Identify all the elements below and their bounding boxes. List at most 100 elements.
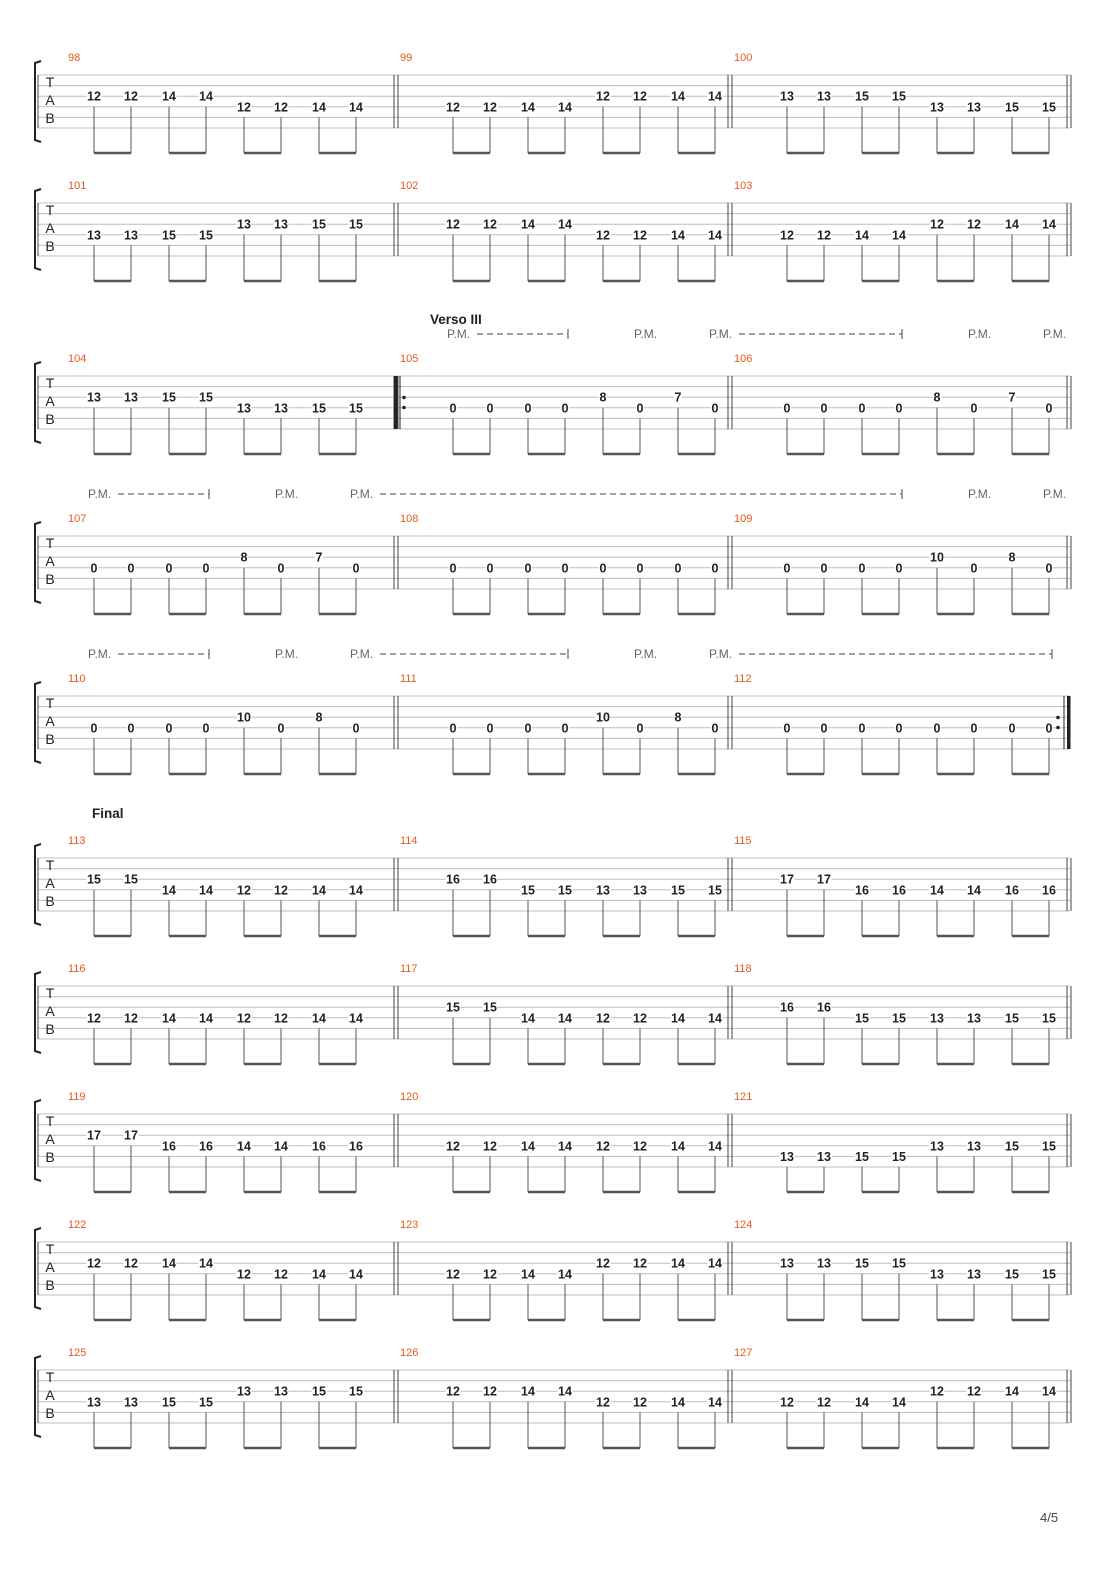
fret-number: 12 (87, 1011, 101, 1025)
fret-number: 14 (708, 1257, 722, 1271)
fret-number-bg (820, 562, 828, 575)
fret-number: 16 (162, 1139, 176, 1153)
fret-number-bg (707, 1012, 723, 1025)
section-label: Final (92, 806, 124, 821)
fret-number-bg (674, 562, 682, 575)
fret-number: 14 (671, 1395, 685, 1409)
fret-number-bg (482, 1385, 498, 1398)
fret-number: 13 (930, 1011, 944, 1025)
fret-number: 17 (87, 1129, 101, 1143)
palm-mute-label: P.M. (634, 327, 657, 341)
fret-number-bg (557, 884, 573, 897)
fret-number: 15 (349, 1385, 363, 1399)
fret-number-bg (670, 1396, 686, 1409)
fret-number-bg (854, 1396, 870, 1409)
fret-number: 12 (124, 90, 138, 104)
fret-number: 15 (1042, 1139, 1056, 1153)
tab-clef-letter: T (46, 1113, 55, 1129)
fret-number: 14 (1005, 1385, 1019, 1399)
fret-number: 15 (87, 873, 101, 887)
fret-number-bg (202, 722, 210, 735)
fret-number: 12 (483, 1139, 497, 1153)
fret-number-bg (482, 101, 498, 114)
fret-number-bg (348, 101, 364, 114)
fret-number: 14 (162, 1011, 176, 1025)
fret-number-bg (779, 90, 795, 103)
fret-number: 12 (87, 90, 101, 104)
fret-number: 15 (708, 883, 722, 897)
fret-number-bg (595, 229, 611, 242)
fret-number-bg (970, 402, 978, 415)
fret-number-bg (858, 562, 866, 575)
fret-number: 16 (892, 883, 906, 897)
fret-number-bg (482, 873, 498, 886)
fret-number-bg (348, 1268, 364, 1281)
fret-number-bg (1004, 218, 1020, 231)
fret-number: 0 (562, 401, 569, 415)
fret-number: 0 (128, 721, 135, 735)
fret-number-bg (783, 402, 791, 415)
fret-number-bg (966, 218, 982, 231)
fret-number-bg (674, 391, 682, 404)
fret-number-bg (636, 562, 644, 575)
fret-number: 15 (199, 391, 213, 405)
fret-number-bg (854, 1150, 870, 1163)
fret-number-bg (161, 1140, 177, 1153)
fret-number: 15 (892, 1257, 906, 1271)
fret-number-bg (966, 884, 982, 897)
fret-number: 0 (971, 561, 978, 575)
fret-number-bg (779, 1001, 795, 1014)
fret-number: 0 (203, 721, 210, 735)
fret-number: 13 (87, 228, 101, 242)
fret-number: 15 (162, 1395, 176, 1409)
fret-number: 0 (637, 401, 644, 415)
tab-clef-letter: T (46, 985, 55, 1001)
fret-number: 16 (483, 873, 497, 887)
fret-number-bg (966, 1140, 982, 1153)
fret-number: 13 (633, 883, 647, 897)
fret-number: 0 (1046, 561, 1053, 575)
fret-number: 15 (1005, 1139, 1019, 1153)
fret-number-bg (632, 884, 648, 897)
fret-number-bg (929, 218, 945, 231)
tab-clef-letter: T (46, 74, 55, 90)
fret-number: 14 (162, 883, 176, 897)
fret-number-bg (561, 722, 569, 735)
tab-clef-letter: B (45, 1277, 54, 1293)
fret-number-bg (929, 1385, 945, 1398)
palm-mute-label: P.M. (88, 487, 111, 501)
fret-number-bg (311, 218, 327, 231)
fret-number: 15 (312, 1385, 326, 1399)
palm-mute-label: P.M. (634, 647, 657, 661)
fret-number-bg (524, 402, 532, 415)
fret-number-bg (273, 1385, 289, 1398)
fret-number: 14 (558, 1385, 572, 1399)
tab-clef-letter: T (46, 1369, 55, 1385)
system-bracket (34, 843, 42, 926)
fret-number-bg (858, 402, 866, 415)
fret-number-bg (1041, 1385, 1057, 1398)
fret-number: 0 (487, 561, 494, 575)
fret-number: 12 (596, 1011, 610, 1025)
fret-number-bg (779, 1150, 795, 1163)
fret-number: 12 (274, 100, 288, 114)
fret-number: 13 (780, 1150, 794, 1164)
fret-number-bg (674, 711, 682, 724)
fret-number: 13 (817, 1257, 831, 1271)
fret-number: 15 (892, 90, 906, 104)
fret-number-bg (1041, 218, 1057, 231)
fret-number-bg (966, 1385, 982, 1398)
fret-number-bg (816, 229, 832, 242)
fret-number: 14 (237, 1139, 251, 1153)
measure-number: 124 (734, 1219, 752, 1231)
fret-number: 0 (450, 721, 457, 735)
fret-number-bg (520, 101, 536, 114)
fret-number-bg (520, 1268, 536, 1281)
fret-number-bg (1008, 551, 1016, 564)
fret-number: 14 (349, 1011, 363, 1025)
measure-number: 122 (68, 1219, 86, 1231)
fret-number-bg (236, 101, 252, 114)
fret-number-bg (524, 562, 532, 575)
fret-number-bg (352, 562, 360, 575)
fret-number-bg (595, 1257, 611, 1270)
